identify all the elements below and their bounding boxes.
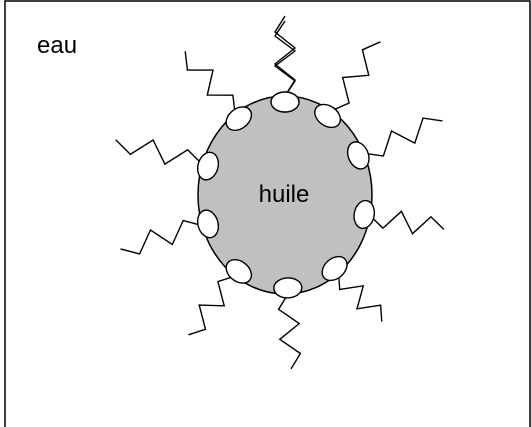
hydrophobic-tails bbox=[115, 15, 445, 370]
surfactant-tail bbox=[369, 210, 445, 235]
surfactant-head bbox=[270, 91, 300, 113]
surfactant-tail bbox=[115, 138, 203, 166]
surfactant-head bbox=[196, 151, 220, 181]
surfactant-head bbox=[353, 199, 376, 230]
water-label: eau bbox=[37, 32, 77, 59]
surfactant-head bbox=[346, 141, 370, 170]
surfactant-tail bbox=[330, 41, 381, 112]
surfactant-head bbox=[314, 103, 342, 129]
surfactant-head bbox=[225, 258, 253, 284]
hydrophilic-heads bbox=[196, 91, 376, 299]
surfactant-tail bbox=[273, 15, 297, 97]
surfactant-head bbox=[321, 255, 348, 282]
surfactant-tail bbox=[120, 219, 203, 255]
surfactant-tail bbox=[363, 117, 443, 157]
oil-label: huile bbox=[259, 181, 310, 208]
surfactant-tail bbox=[337, 272, 383, 322]
surfactant-tail bbox=[277, 293, 302, 370]
surfactant-head bbox=[225, 106, 253, 132]
surfactant-head bbox=[196, 209, 220, 239]
surfactant-tail bbox=[188, 275, 236, 336]
surfactant-tail bbox=[184, 51, 236, 114]
surfactant-head bbox=[273, 277, 303, 299]
